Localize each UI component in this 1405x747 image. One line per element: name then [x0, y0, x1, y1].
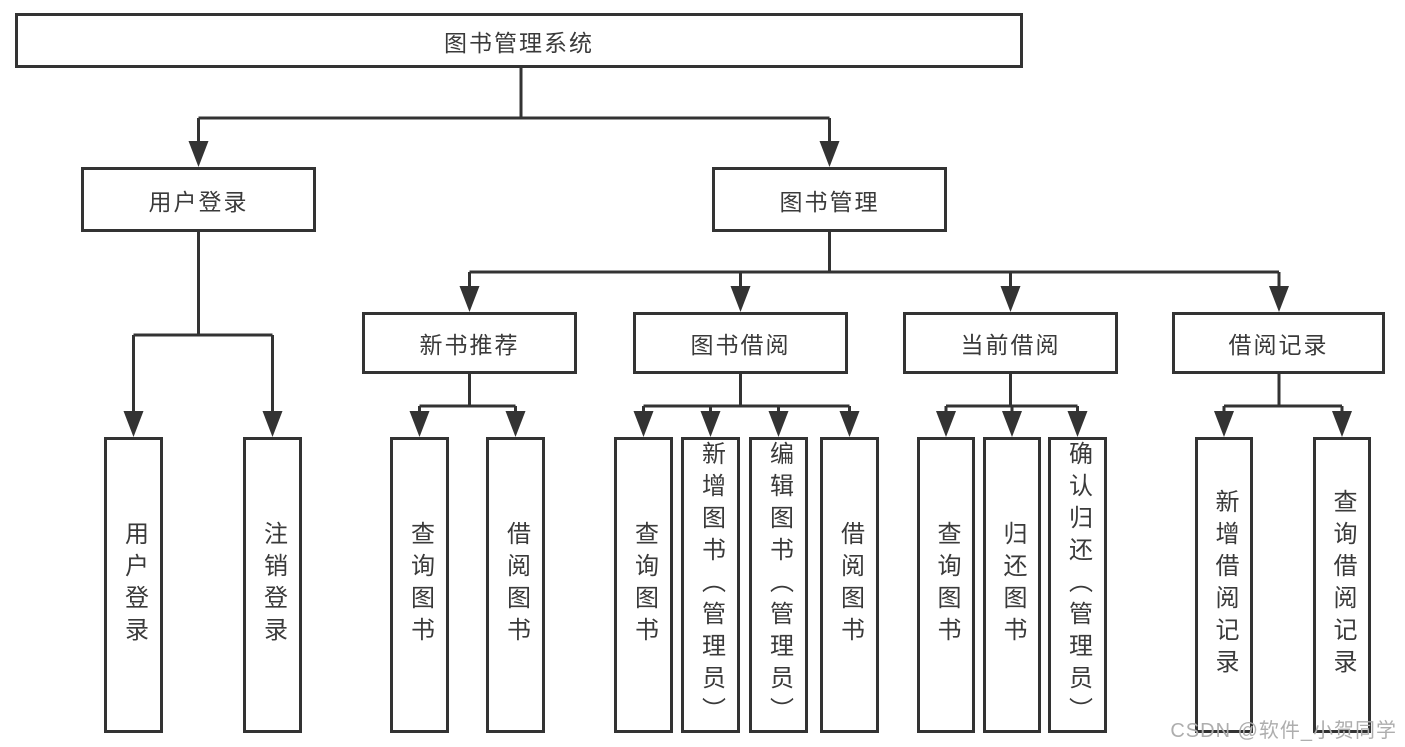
leaf-query-books-borrowing: 查询图书	[614, 437, 673, 733]
leaf-logout: 注销登录	[243, 437, 302, 733]
leaf-confirm-return-admin: 确认归还（管理员）	[1048, 437, 1107, 733]
leaf-return-books: 归还图书	[983, 437, 1041, 733]
node-book-management: 图书管理	[712, 167, 947, 232]
leaf-borrow-books: 借阅图书	[820, 437, 879, 733]
leaf-borrow-books-recommendation: 借阅图书	[486, 437, 545, 733]
csdn-watermark: CSDN @软件_小贺同学	[1170, 720, 1397, 742]
node-label: 确认归还（管理员）	[1064, 441, 1092, 729]
node-label: 注销登录	[259, 521, 287, 649]
node-label: 图书借阅	[690, 332, 791, 358]
node-label: 编辑图书（管理员）	[765, 441, 793, 729]
node-label: 归还图书	[999, 521, 1026, 649]
leaf-add-borrow-record: 新增借阅记录	[1195, 437, 1253, 733]
node-new-book-recommendation: 新书推荐	[362, 312, 577, 374]
node-borrowing-records: 借阅记录	[1172, 312, 1385, 374]
node-label: 查询借阅记录	[1329, 489, 1356, 681]
leaf-query-borrow-record: 查询借阅记录	[1313, 437, 1371, 733]
node-label: 查询图书	[630, 521, 658, 649]
node-label: 新书推荐	[419, 332, 520, 358]
node-label: 新增图书（管理员）	[697, 441, 725, 729]
node-user-login: 用户登录	[81, 167, 316, 232]
node-book-borrowing: 图书借阅	[633, 312, 848, 374]
node-label: 当前借阅	[960, 332, 1061, 358]
leaf-query-books-current: 查询图书	[917, 437, 975, 733]
leaf-add-books-admin: 新增图书（管理员）	[681, 437, 740, 733]
node-label: 借阅图书	[502, 521, 530, 649]
node-label: 查询图书	[933, 521, 960, 649]
node-label: 借阅记录	[1228, 332, 1329, 358]
node-label: 新增借阅记录	[1211, 489, 1238, 681]
leaf-query-books-recommendation: 查询图书	[390, 437, 449, 733]
leaf-edit-books-admin: 编辑图书（管理员）	[749, 437, 808, 733]
node-library-management-system: 图书管理系统	[15, 13, 1023, 68]
node-current-borrowing: 当前借阅	[903, 312, 1118, 374]
leaf-user-login: 用户登录	[104, 437, 163, 733]
node-label: 用户登录	[120, 521, 148, 649]
node-label: 图书管理	[779, 188, 880, 215]
node-label: 查询图书	[406, 521, 434, 649]
node-label: 借阅图书	[836, 521, 864, 649]
node-label: 图书管理系统	[444, 29, 594, 56]
node-label: 用户登录	[148, 188, 249, 215]
